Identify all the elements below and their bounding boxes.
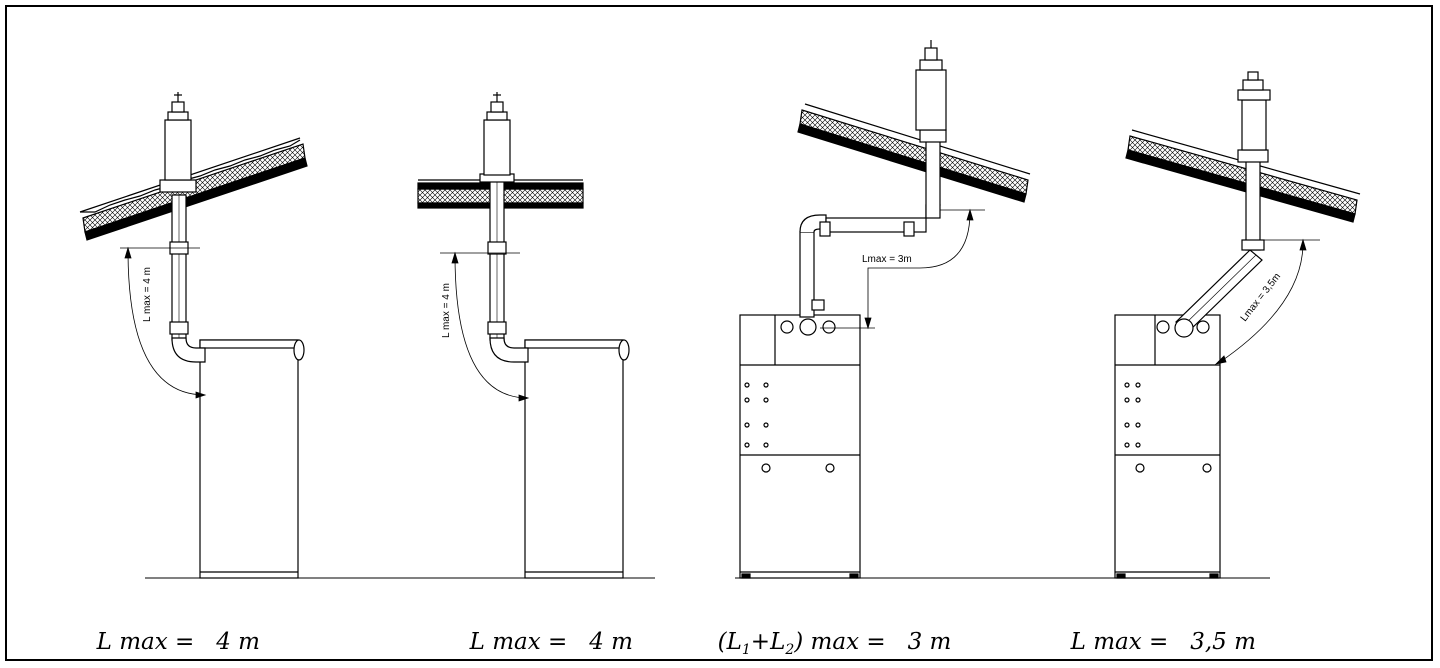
caption-sloped-roof-angled: L max = 3,5 m bbox=[1070, 629, 1256, 655]
flue-pipe bbox=[799, 40, 947, 318]
caption-sloped-roof-offset: (L1+L2) max = 3 m bbox=[717, 629, 952, 658]
dimension-arc bbox=[120, 246, 207, 399]
dimension-label: L max = 4 m bbox=[142, 267, 153, 322]
flue-pipe bbox=[479, 92, 529, 363]
dimension-arc bbox=[820, 208, 985, 330]
dimension-label: Lmax = 3,5m bbox=[1239, 271, 1283, 324]
diagram-frame bbox=[5, 5, 1433, 661]
diagram-flat-roof-straight bbox=[417, 92, 630, 579]
dimension-label: Lmax = 3m bbox=[862, 254, 912, 265]
caption-flat-roof-straight: L max = 4 m bbox=[469, 629, 633, 655]
diagram-sloped-roof-angled bbox=[1114, 71, 1361, 579]
boiler-body bbox=[1114, 314, 1221, 579]
diagram-sloped-roof-offset bbox=[739, 40, 1031, 579]
boiler-body bbox=[524, 339, 624, 579]
dimension-label: L max = 4 m bbox=[441, 283, 452, 338]
flue-pipe bbox=[1174, 71, 1271, 338]
flue-pipe bbox=[159, 92, 206, 363]
dimension-arc bbox=[440, 251, 530, 402]
dimension-arc bbox=[1214, 238, 1320, 365]
diagram-sloped-roof-straight bbox=[79, 92, 308, 579]
caption-sloped-roof-straight: L max = 4 m bbox=[96, 629, 260, 655]
boiler-body bbox=[199, 339, 299, 579]
boiler-body bbox=[739, 314, 861, 579]
roof-section bbox=[797, 103, 1031, 203]
